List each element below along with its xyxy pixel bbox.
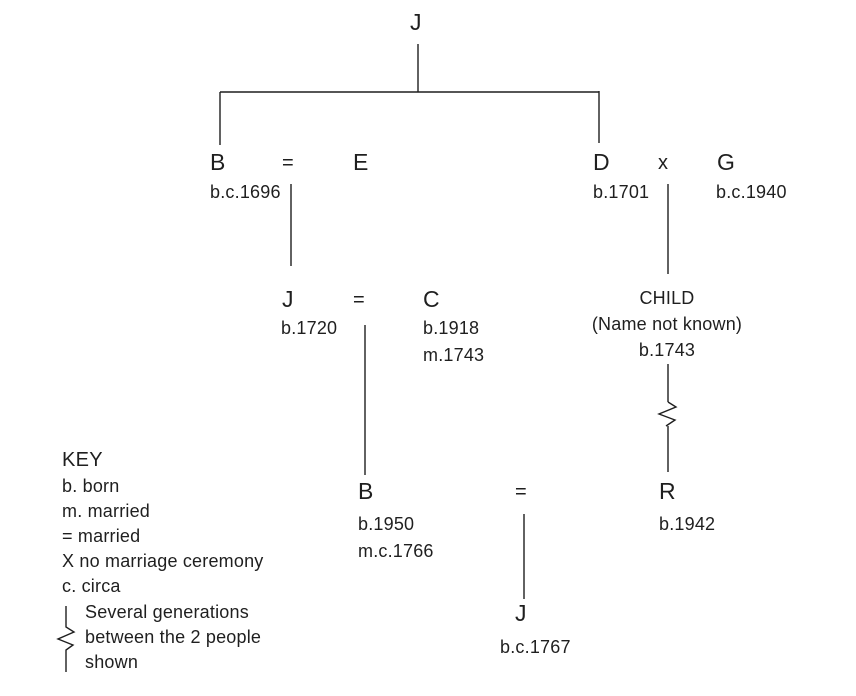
key-note-line-2: between the 2 people (85, 627, 262, 647)
key-item-no-marriage-ceremony: X no marriage ceremony (62, 551, 264, 571)
key-item-married-symbol: = married (62, 526, 141, 546)
child-node: CHILD (Name not known) b.1743 (560, 285, 774, 363)
gen1-right-wife-label: G (717, 149, 736, 175)
gen3-marriage-symbol: = (515, 481, 527, 503)
key-item-born: b. born (62, 476, 120, 496)
gen1-right-husband-label: D (593, 149, 610, 175)
gen3-husband-label: B (358, 478, 374, 504)
key-title: KEY (62, 449, 103, 471)
key-zigzag-note: Several generations between the 2 people… (85, 600, 261, 675)
gen3-husband-marriage: m.c.1766 (358, 541, 434, 561)
gen3-wife-label: R (659, 478, 676, 504)
gen2-marriage-symbol: = (353, 289, 365, 311)
gen2-wife-marriage: m.1743 (423, 345, 485, 365)
key-note-line-1: Several generations (85, 602, 249, 622)
child-birth: b.1743 (638, 340, 696, 360)
gen3-wife-birth: b.1942 (659, 514, 716, 534)
key-item-married-abbr: m. married (62, 501, 151, 521)
key-legend: KEY b. born m. married = married X no ma… (62, 446, 264, 599)
gen4-person-label: J (515, 600, 527, 626)
gen2-wife-birth: b.1918 (423, 318, 480, 338)
gen1-right-wife-birth: b.c.1940 (716, 182, 787, 202)
gen2-husband-label: J (282, 286, 294, 312)
gen1-right-union-symbol: x (658, 152, 668, 174)
key-note-line-3: shown (85, 652, 139, 672)
gen1-left-marriage-symbol: = (282, 152, 294, 174)
gen1-left-husband-birth: b.c.1696 (210, 182, 281, 202)
gen2-husband-birth: b.1720 (281, 318, 338, 338)
gen3-husband-birth: b.1950 (358, 514, 415, 534)
gen4-person-birth: b.c.1767 (500, 637, 571, 657)
key-item-circa: c. circa (62, 576, 121, 596)
gen1-left-wife-label: E (353, 149, 369, 175)
key-zigzag-symbol (56, 606, 76, 672)
gen2-wife-label: C (423, 286, 440, 312)
gen1-right-husband-birth: b.1701 (593, 182, 650, 202)
generations-gap-zigzag (657, 401, 678, 427)
child-title: CHILD (639, 288, 695, 308)
root-person-label: J (410, 9, 422, 35)
child-subtitle: (Name not known) (591, 314, 743, 334)
gen1-left-husband-label: B (210, 149, 226, 175)
